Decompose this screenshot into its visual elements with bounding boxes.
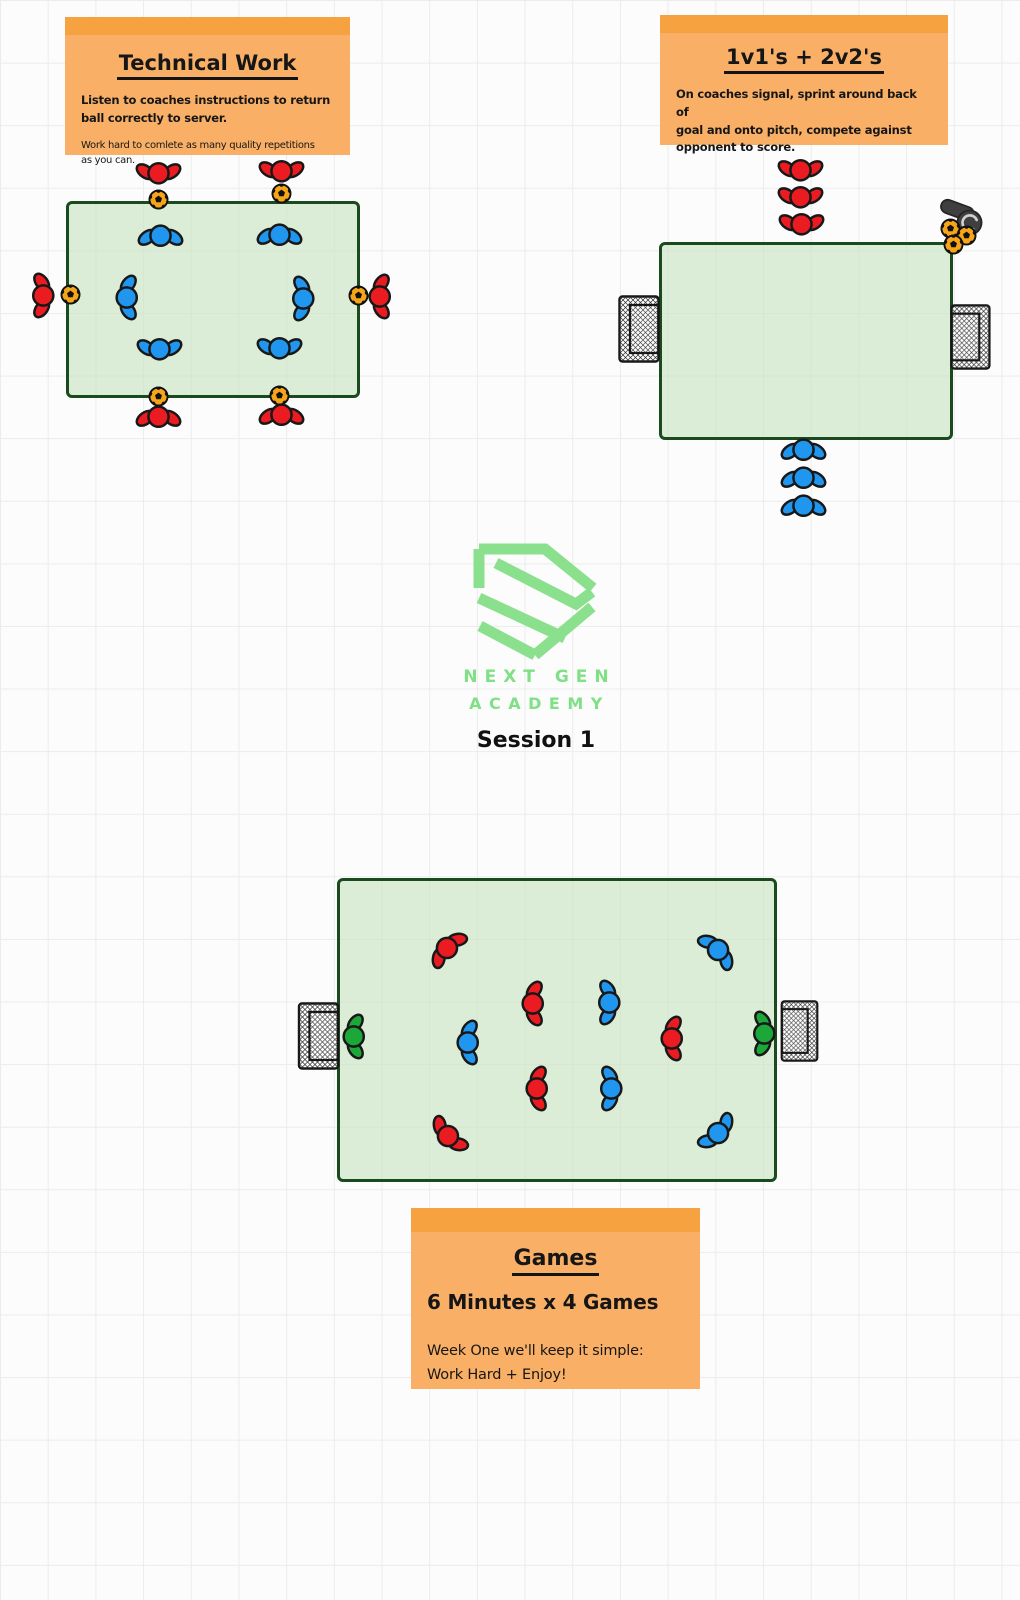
card-subtitle: 6 Minutes x 4 Games: [427, 1290, 659, 1314]
player-icon-red[interactable]: [258, 400, 305, 431]
player-icon-blue[interactable]: [287, 275, 318, 322]
card-header-band: [411, 1208, 700, 1232]
goal-icon[interactable]: [618, 293, 660, 365]
player-icon-red[interactable]: [135, 402, 182, 433]
soccer-ball-icon[interactable]: [60, 284, 81, 305]
player-icon-green[interactable]: [748, 1010, 779, 1057]
card-title: Technical Work: [81, 51, 334, 80]
soccer-ball-icon[interactable]: [943, 234, 964, 255]
duels-1v1-2v2-pitch[interactable]: [659, 242, 953, 440]
card-line2: Work Hard + Enjoy!: [427, 1366, 567, 1383]
card-title: 1v1's + 2v2's: [676, 45, 932, 74]
player-icon-red[interactable]: [777, 181, 824, 212]
player-icon-blue[interactable]: [256, 332, 303, 363]
card-header-band: [660, 15, 948, 33]
card-note-text: Work hard to comlete as many quality rep…: [81, 139, 315, 166]
card-body-text: On coaches signal, sprint around back of…: [676, 87, 917, 155]
player-icon-blue[interactable]: [780, 463, 827, 494]
card-body-text: Listen to coaches instructions to return…: [81, 93, 331, 125]
technical-work-card[interactable]: Technical Work Listen to coaches instruc…: [65, 17, 350, 166]
player-icon-red[interactable]: [365, 273, 396, 320]
goal-icon[interactable]: [779, 1000, 820, 1062]
card-title: Games: [427, 1246, 684, 1276]
next-gen-academy-logo[interactable]: NEXT GEN ACADEMY: [405, 543, 667, 713]
player-icon-blue[interactable]: [595, 1065, 626, 1112]
card-header-band: [65, 17, 350, 35]
player-icon-red[interactable]: [27, 272, 58, 319]
player-icon-red[interactable]: [777, 154, 824, 185]
session-title[interactable]: Session 1: [476, 728, 596, 753]
games-card[interactable]: Games 6 Minutes x 4 Games Week One we'll…: [411, 1208, 700, 1389]
player-icon-blue[interactable]: [593, 979, 624, 1026]
duels-card[interactable]: 1v1's + 2v2's On coaches signal, sprint …: [660, 15, 948, 154]
shield-logo-icon: [473, 543, 597, 660]
soccer-ball-icon[interactable]: [148, 189, 169, 210]
player-icon-red[interactable]: [135, 157, 182, 188]
player-icon-red[interactable]: [778, 208, 825, 239]
goal-icon[interactable]: [297, 1002, 340, 1070]
player-icon-red[interactable]: [258, 155, 305, 186]
player-icon-blue[interactable]: [136, 333, 183, 364]
player-icon-blue[interactable]: [780, 491, 827, 522]
player-icon-red[interactable]: [522, 1065, 553, 1112]
card-line1: Week One we'll keep it simple:: [427, 1343, 644, 1359]
player-icon-blue[interactable]: [453, 1019, 484, 1066]
player-icon-blue[interactable]: [137, 221, 184, 252]
goal-icon[interactable]: [949, 304, 992, 370]
player-icon-blue[interactable]: [112, 274, 143, 321]
player-icon-blue[interactable]: [256, 220, 303, 251]
player-icon-red[interactable]: [518, 980, 549, 1027]
logo-text-line2: ACADEMY: [469, 694, 610, 713]
games-pitch[interactable]: [337, 878, 777, 1182]
logo-text-line1: NEXT GEN: [463, 667, 616, 687]
player-icon-green[interactable]: [339, 1013, 370, 1060]
player-icon-red[interactable]: [657, 1015, 688, 1062]
player-icon-blue[interactable]: [780, 435, 827, 466]
